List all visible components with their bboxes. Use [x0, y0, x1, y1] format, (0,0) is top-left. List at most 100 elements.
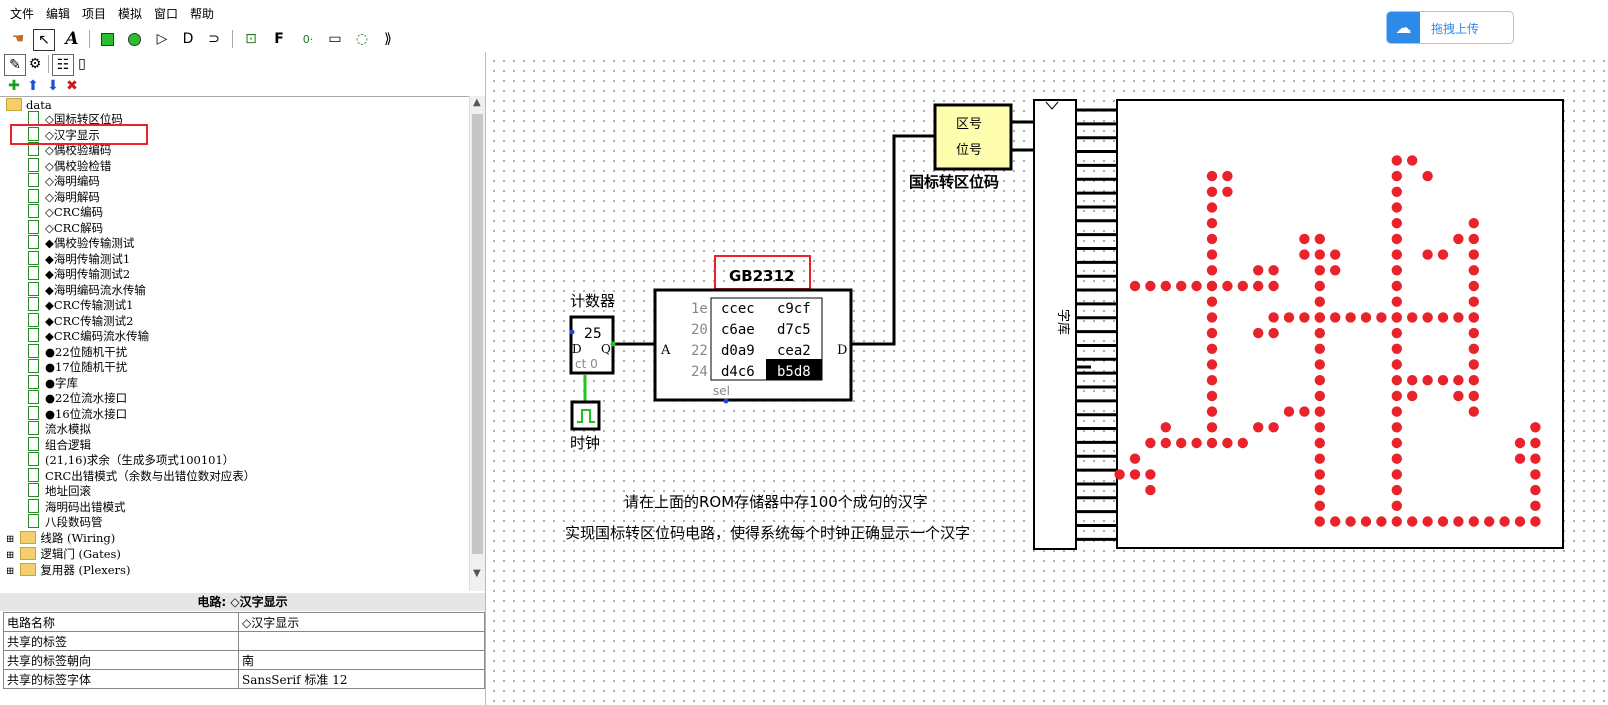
led-dot: [1391, 265, 1402, 276]
tree-item[interactable]: CRC出错模式（余数与出错位数对应表）: [28, 467, 255, 484]
tree-folder[interactable]: ⊞复用器 (Plexers): [6, 562, 130, 578]
menu-simulate[interactable]: 模拟: [118, 7, 143, 21]
tree-item[interactable]: ◆CRC传输测试2: [28, 312, 133, 329]
tree-item[interactable]: ◇国标转区位码: [28, 111, 123, 127]
circuit-chip-icon: [28, 142, 39, 156]
tree-item[interactable]: 八段数码管: [28, 514, 103, 530]
upload-button[interactable]: ☁ 拖拽上传: [1386, 11, 1514, 44]
font-library-box[interactable]: [1033, 99, 1077, 550]
constant-icon[interactable]: 0·: [302, 32, 314, 46]
text-tool-icon[interactable]: A: [65, 29, 79, 49]
expand-icon[interactable]: ⊞: [6, 566, 15, 577]
tree-item[interactable]: ◇海明编码: [28, 173, 100, 189]
tree-item-label: ●22位随机干扰: [45, 344, 128, 359]
table-row[interactable]: 共享的标签: [3, 631, 485, 651]
led-dot: [1160, 422, 1171, 433]
simulation-tree-icon[interactable]: ▯: [78, 56, 86, 72]
probe-icon[interactable]: F: [274, 31, 284, 47]
led-dot: [1391, 406, 1402, 417]
counter-label: 计数器: [570, 292, 615, 310]
led-matrix-box[interactable]: [1116, 99, 1564, 549]
tree-item[interactable]: ◆海明编码流水传输: [28, 281, 146, 298]
edit-circuit-icon[interactable]: ✎: [4, 54, 26, 76]
scroll-down-icon[interactable]: ▼: [473, 568, 481, 579]
counter-pin-dot: [610, 341, 616, 347]
tree-item[interactable]: 流水模拟: [28, 421, 91, 437]
tree-item[interactable]: ◇CRC编码: [28, 204, 103, 220]
tree-item[interactable]: ◇海明解码: [28, 188, 100, 205]
move-down-icon[interactable]: ⬇: [47, 78, 59, 94]
table-row[interactable]: 电路名称◇汉字显示: [3, 612, 485, 632]
menu-project[interactable]: 项目: [82, 7, 107, 21]
tree-folder[interactable]: ⊞线路 (Wiring): [6, 530, 115, 546]
wiring-icon[interactable]: ⊡: [245, 31, 257, 47]
led-dot: [1391, 186, 1402, 197]
property-value[interactable]: ◇汉字显示: [238, 612, 485, 632]
output-pin-icon[interactable]: [124, 29, 144, 49]
tree-root[interactable]: data: [6, 97, 52, 113]
tree-item[interactable]: ◆海明传输测试1: [28, 250, 130, 267]
tree-item[interactable]: ◆CRC传输测试1: [28, 297, 133, 313]
and-gate-icon[interactable]: D: [182, 31, 194, 47]
select-tool-icon[interactable]: ↖: [33, 29, 55, 51]
property-value[interactable]: 南: [238, 650, 485, 670]
tree-item[interactable]: ◇偶校验检错: [28, 157, 111, 174]
scroll-up-icon[interactable]: ▲: [473, 97, 481, 108]
appearance-icon[interactable]: ⚙: [28, 56, 42, 72]
folder-icon: [20, 531, 37, 544]
tree-item[interactable]: ●17位随机干扰: [28, 359, 127, 375]
tree-item[interactable]: ◆CRC编码流水传输: [28, 328, 149, 344]
tree-item[interactable]: ◆海明传输测试2: [28, 266, 130, 282]
led-dot: [1268, 265, 1279, 276]
circuit-chip-icon: [28, 467, 39, 482]
led-dot: [1514, 453, 1526, 464]
tree-item[interactable]: ●22位流水接口: [28, 390, 127, 406]
tree-item[interactable]: ◆偶校验传输测试: [28, 235, 134, 251]
converter-box[interactable]: [933, 103, 1013, 171]
property-value[interactable]: [238, 631, 485, 651]
tree-item[interactable]: 海明码出错模式: [28, 498, 126, 515]
led-dot: [1330, 312, 1341, 323]
xor-gate-icon[interactable]: ⟫: [384, 31, 392, 47]
led-dot: [1206, 249, 1218, 260]
tunnel-icon[interactable]: ▭: [328, 31, 342, 47]
tree-scrollbar[interactable]: ▲ ▼: [469, 96, 486, 591]
tree-item[interactable]: ◇偶校验编码: [28, 142, 111, 158]
or-gate-icon[interactable]: ⊃: [208, 31, 220, 47]
not-gate-icon[interactable]: ▷: [156, 31, 168, 47]
tree-item[interactable]: ●16位流水接口: [28, 405, 127, 422]
tree-item[interactable]: ●22位随机干扰: [28, 343, 128, 360]
add-circuit-icon[interactable]: ✚: [8, 78, 20, 94]
table-row[interactable]: 共享的标签朝向南: [3, 650, 485, 670]
menu-edit[interactable]: 编辑: [46, 7, 71, 21]
poke-tool-icon[interactable]: ☚: [11, 31, 25, 47]
tree-folder[interactable]: ⊞逻辑门 (Gates): [6, 546, 121, 562]
expand-icon[interactable]: ⊞: [6, 550, 15, 561]
input-pin-icon[interactable]: [97, 29, 117, 49]
tree-item[interactable]: 地址回滚: [28, 483, 91, 499]
tree-item[interactable]: ◇汉字显示: [28, 126, 100, 143]
rom-cell-v1: d4c6: [721, 364, 755, 380]
delete-circuit-icon[interactable]: ✖: [66, 78, 78, 94]
scroll-thumb[interactable]: [472, 114, 483, 554]
converter-zone-label: 区号: [956, 117, 982, 132]
led-dot: [1376, 516, 1387, 527]
property-value[interactable]: SansSerif 标准 12: [238, 669, 485, 689]
move-up-icon[interactable]: ⬆: [27, 78, 39, 94]
led-dot: [1314, 359, 1325, 370]
menu-help[interactable]: 帮助: [190, 7, 215, 21]
menu-window[interactable]: 窗口: [154, 7, 179, 21]
explorer-tree-icon[interactable]: ☷: [52, 54, 74, 76]
expand-icon[interactable]: ⊞: [6, 534, 15, 545]
tree-item[interactable]: ●字库: [28, 374, 78, 391]
clock-icon[interactable]: ◌: [355, 31, 369, 47]
tree-item[interactable]: 组合逻辑: [28, 436, 91, 453]
menu-file[interactable]: 文件: [10, 7, 35, 21]
tree-item[interactable]: ◇CRC解码: [28, 219, 103, 236]
tree-item[interactable]: (21,16)求余（生成多项式100101）: [28, 452, 234, 468]
wire-rom-to-converter[interactable]: [849, 134, 935, 346]
tree-item-label: 海明码出错模式: [45, 499, 126, 514]
clock-box[interactable]: [570, 400, 601, 431]
